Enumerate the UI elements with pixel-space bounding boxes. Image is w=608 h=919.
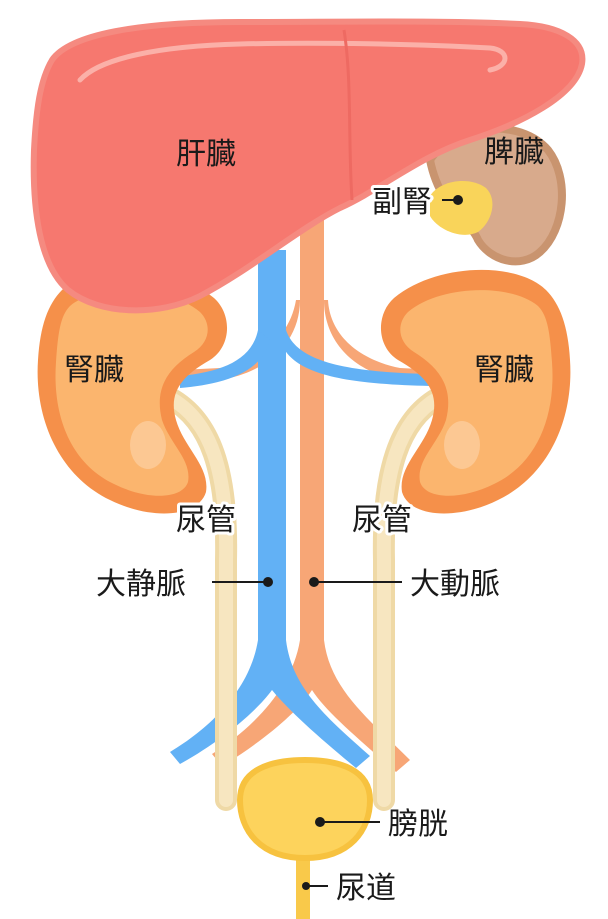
ureter-right-tube — [372, 387, 449, 811]
label-ureter-left: 尿管 — [176, 503, 236, 538]
vena-cava — [170, 250, 430, 768]
leader-vena-cava — [212, 577, 273, 587]
label-ureter-right: 尿管 — [352, 503, 412, 538]
label-vena-cava: 大静脈 — [96, 567, 186, 602]
label-bladder: 膀胱 — [388, 807, 448, 842]
ureter-left-tube — [159, 387, 238, 811]
label-aorta: 大動脈 — [410, 567, 500, 602]
label-adrenal: 副腎 — [372, 185, 432, 220]
leader-adrenal — [442, 195, 463, 205]
adrenal-gland — [430, 181, 493, 235]
label-kidney-left: 腎臓 — [64, 353, 124, 388]
liver — [30, 18, 586, 314]
label-spleen: 脾臓 — [484, 135, 544, 170]
label-liver: 肝臓 — [176, 137, 236, 172]
label-kidney-right: 腎臓 — [474, 353, 534, 388]
kidney-left — [37, 269, 228, 514]
label-urethra: 尿道 — [336, 871, 396, 906]
kidney-right — [380, 269, 571, 514]
leader-urethra — [302, 882, 328, 890]
leader-bladder — [315, 817, 380, 827]
leader-aorta — [309, 577, 402, 587]
